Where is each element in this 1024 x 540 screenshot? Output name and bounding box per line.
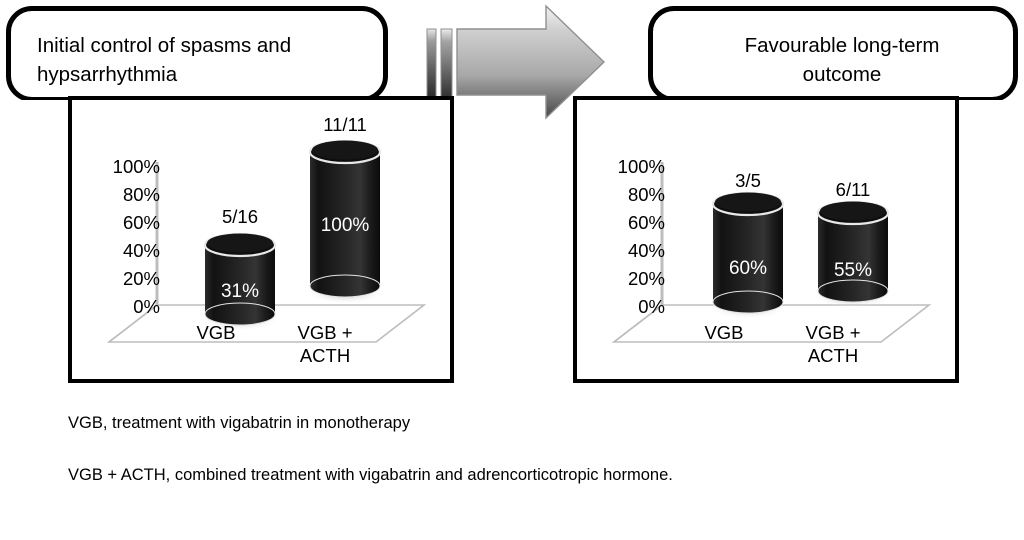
chart-initial-control-ytick-4: 20%	[122, 268, 160, 289]
chart-initial-control: 100% 80% 60% 40% 20% 0% 5/16 11/11 31% 1…	[68, 96, 454, 383]
chart-favourable-outcome-ytick-5: 0%	[638, 296, 665, 317]
chart-initial-control-fraction-vgb: 5/16	[221, 206, 258, 227]
chart-initial-control-plot: 100% 80% 60% 40% 20% 0% 5/16 11/11 31% 1…	[72, 100, 454, 383]
chart-favourable-outcome-fraction-vgb-acth: 6/11	[835, 179, 871, 200]
chart-initial-control-fraction-vgb-acth: 11/11	[323, 114, 367, 135]
mask-left-edge	[8, 100, 70, 106]
chart-favourable-outcome-value-vgb-acth: 55%	[833, 260, 873, 281]
chart-initial-control-ytick-0: 100%	[112, 156, 160, 177]
chart-favourable-outcome-fraction-vgb: 3/5	[735, 170, 761, 191]
chart-initial-control-ytick-1: 80%	[122, 184, 160, 205]
chart-initial-control-ytick-2: 60%	[122, 212, 160, 233]
chart-initial-control-ytick-3: 40%	[122, 240, 160, 261]
chart-initial-control-category-vgb: VGB	[196, 322, 236, 343]
right-arrow-icon	[426, 4, 606, 120]
transition-arrow	[418, 4, 610, 120]
chart-favourable-outcome-ytick-1: 80%	[627, 184, 665, 205]
chart-initial-control-category-vgb-acth: VGB + ACTH	[297, 322, 353, 366]
footnote-vgb-acth: VGB + ACTH, combined treatment with viga…	[68, 466, 673, 484]
chart-favourable-outcome-ytick-3: 40%	[627, 240, 665, 261]
concept-box-favourable-outcome-label: Favourable long-term outcome	[744, 34, 940, 87]
concept-box-initial-control-label: Initial control of spasms and hypsarrhyt…	[37, 34, 292, 87]
chart-favourable-outcome-ytick-2: 60%	[627, 212, 665, 233]
concept-box-favourable-outcome: Favourable long-term outcome	[648, 6, 1018, 102]
footnote-vgb: VGB, treatment with vigabatrin in monoth…	[68, 414, 411, 432]
chart-favourable-outcome: 100% 80% 60% 40% 20% 0% 3/5 6/11 60% 55%…	[573, 96, 959, 383]
mask-right-edge	[958, 100, 1018, 106]
chart-initial-control-ytick-5: 0%	[133, 296, 160, 317]
chart-favourable-outcome-value-vgb: 60%	[728, 258, 768, 279]
chart-initial-control-value-vgb: 31%	[220, 281, 260, 302]
chart-favourable-outcome-category-vgb-acth: VGB + ACTH	[805, 322, 861, 366]
concept-box-initial-control: Initial control of spasms and hypsarrhyt…	[6, 6, 388, 102]
chart-favourable-outcome-graphics	[611, 162, 932, 343]
chart-favourable-outcome-ytick-0: 100%	[617, 156, 665, 177]
chart-favourable-outcome-plot: 100% 80% 60% 40% 20% 0% 3/5 6/11 60% 55%…	[577, 100, 959, 383]
chart-favourable-outcome-ytick-4: 20%	[627, 268, 665, 289]
chart-initial-control-graphics	[106, 139, 427, 343]
chart-initial-control-value-vgb-acth: 100%	[320, 215, 370, 236]
chart-favourable-outcome-category-vgb: VGB	[704, 322, 744, 343]
